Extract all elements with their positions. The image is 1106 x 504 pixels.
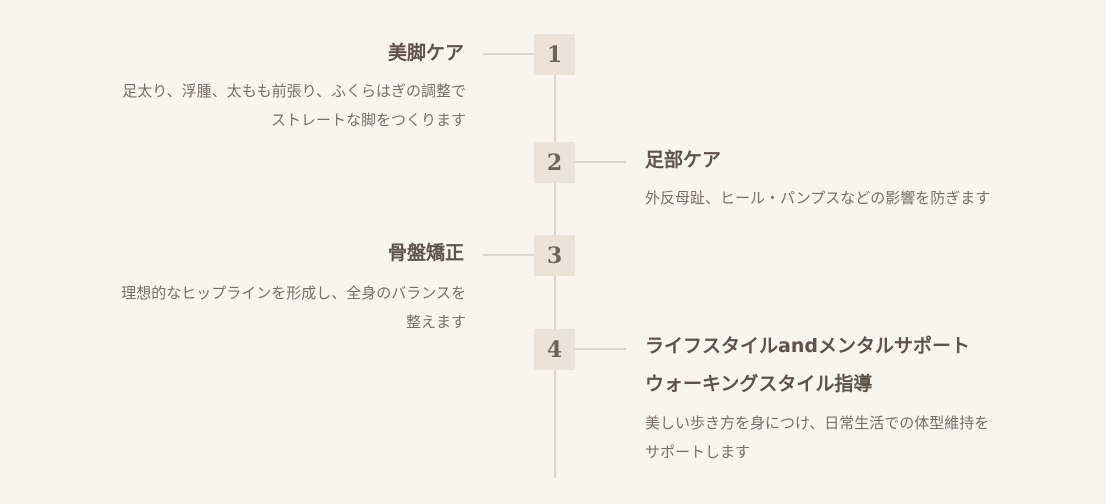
step-4-description-line-1: 美しい歩き方を身につけ、日常生活での体型維持を [645,414,990,432]
step-2-number: 2 [534,142,575,183]
step-2-connector [575,161,626,163]
step-4-description-line-2: サポートします [645,443,751,461]
step-3-description-line-1: 理想的なヒップラインを形成し、全身のバランスを [121,284,466,302]
step-1-description-line-2: ストレートな脚をつくります [270,111,466,129]
step-3-connector [483,254,534,256]
step-3-title: 骨盤矯正 [387,242,464,264]
step-1-description-line-1: 足太り、浮腫、太もも前張り、ふくらはぎの調整で [122,82,466,100]
step-3-description: 理想的なヒップラインを形成し、全身のバランスを 整えます [26,279,466,337]
step-1-number: 1 [534,34,575,75]
step-4-title-line-2: ウォーキングスタイル指導 [645,373,873,395]
step-1-title: 美脚ケア [387,42,464,64]
step-2-title: 足部ケア [645,149,722,171]
step-3-number: 3 [534,235,575,276]
step-4-number: 4 [534,329,575,370]
step-4-description: 美しい歩き方を身につけ、日常生活での体型維持を サポートします [645,409,1085,467]
step-4-connector [575,348,626,350]
step-4-title-line-1: ライフスタイルandメンタルサポート [645,335,970,357]
step-4-title: ライフスタイルandメンタルサポート ウォーキングスタイル指導 [645,327,970,403]
step-2-description-line-1: 外反母趾、ヒール・パンプスなどの影響を防ぎます [645,189,991,207]
step-2-description: 外反母趾、ヒール・パンプスなどの影響を防ぎます [645,184,1085,213]
step-1-connector [483,53,534,55]
step-1-description: 足太り、浮腫、太もも前張り、ふくらはぎの調整で ストレートな脚をつくります [26,77,466,135]
step-3-description-line-2: 整えます [405,313,466,331]
